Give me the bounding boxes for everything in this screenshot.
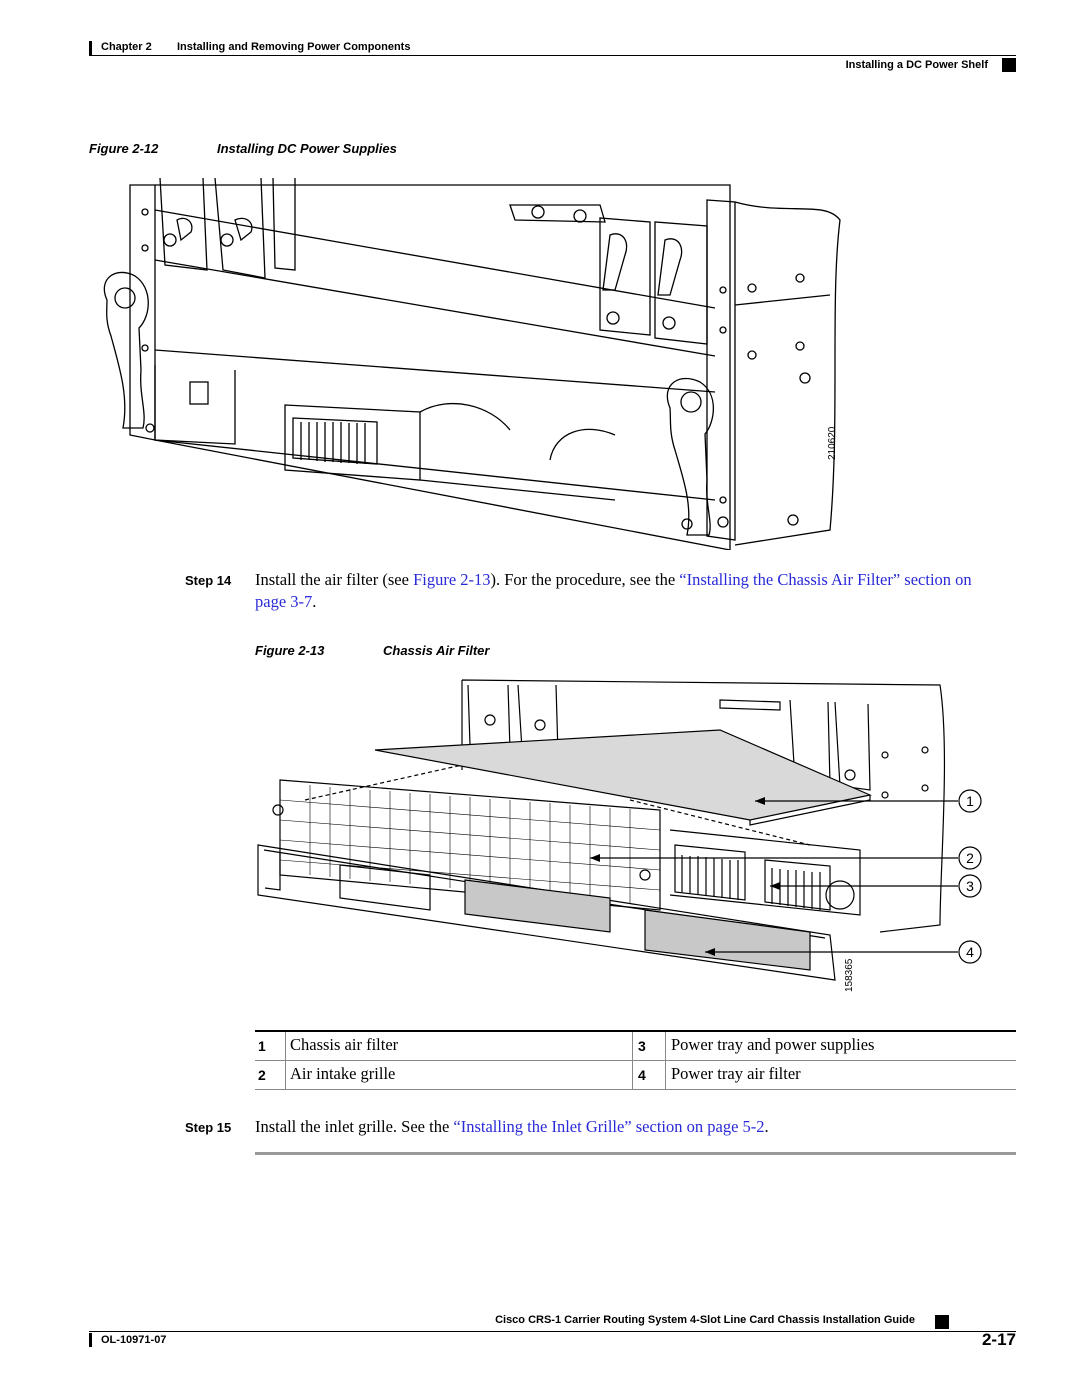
step-15-text-after: . (764, 1117, 769, 1136)
step-14-text: Install the air filter (see Figure 2-13)… (255, 569, 995, 613)
step-14-text-after: . (312, 592, 317, 611)
header-rule (89, 55, 1016, 56)
header-left-bar (89, 41, 92, 55)
figure-13-label: Figure 2-13 (255, 643, 325, 658)
legend-col-divider-3 (665, 1032, 666, 1089)
figure-13-art-id: 158365 (844, 958, 855, 992)
step-15-text-before: Install the inlet grille. See the (255, 1117, 454, 1136)
legend-num-3: 3 (638, 1038, 646, 1054)
procedure-end-rule (255, 1152, 1016, 1155)
step-14-text-before: Install the air filter (see (255, 570, 414, 589)
legend-num-2: 2 (258, 1067, 266, 1083)
legend-text-4: Power tray air filter (671, 1064, 801, 1083)
legend-num-4: 4 (638, 1067, 646, 1083)
footer-guide-title: Cisco CRS-1 Carrier Routing System 4-Slo… (495, 1314, 915, 1326)
legend-top-rule (255, 1030, 1016, 1032)
figure-13-title: Chassis Air Filter (383, 643, 490, 658)
step-14-xref-link[interactable]: “Installing the Chassis Air Filter” sect… (255, 570, 972, 611)
header-section-title: Installing a DC Power Shelf (845, 59, 988, 71)
footer-doc-number: OL-10971-07 (101, 1334, 167, 1346)
figure-12-title: Installing DC Power Supplies (217, 141, 397, 156)
footer-page-number: 2-17 (981, 1330, 1016, 1349)
legend-num-1: 1 (258, 1038, 266, 1054)
callout-2: 2 (966, 850, 974, 866)
header-chapter-title: Installing and Removing Power Components (177, 41, 411, 53)
step-15-label: Step 15 (185, 1120, 232, 1135)
step-14-figure-link[interactable]: Figure 2-13 (413, 570, 491, 589)
legend-col-divider-1 (285, 1032, 286, 1089)
legend-mid-rule (255, 1060, 1016, 1061)
figure-12-label: Figure 2-12 (89, 141, 159, 156)
figure-13-illustration: 1 2 3 4 158365 (257, 679, 982, 992)
figure-12-illustration: 210620 (103, 177, 841, 550)
legend-col-divider-2 (632, 1032, 633, 1089)
header-chapter-label: Chapter 2 (101, 41, 152, 53)
footer-rule (89, 1331, 1016, 1332)
figure-12-art-id: 210620 (827, 426, 838, 460)
step-15-xref-link[interactable]: “Installing the Inlet Grille” section on… (453, 1117, 765, 1136)
callout-3: 3 (966, 878, 974, 894)
footer-left-bar (89, 1333, 92, 1347)
step-15-text: Install the inlet grille. See the “Insta… (255, 1116, 1015, 1138)
callout-1: 1 (966, 793, 974, 809)
legend-text-3: Power tray and power supplies (671, 1035, 875, 1054)
step-14-label: Step 14 (185, 573, 232, 588)
legend-bottom-rule (255, 1089, 1016, 1090)
header-right-square (1002, 58, 1016, 72)
legend-text-2: Air intake grille (290, 1064, 396, 1083)
footer-right-square (935, 1315, 949, 1329)
legend-text-1: Chassis air filter (290, 1035, 399, 1054)
callout-4: 4 (966, 944, 974, 960)
step-14-text-mid: ). For the procedure, see the (490, 570, 680, 589)
